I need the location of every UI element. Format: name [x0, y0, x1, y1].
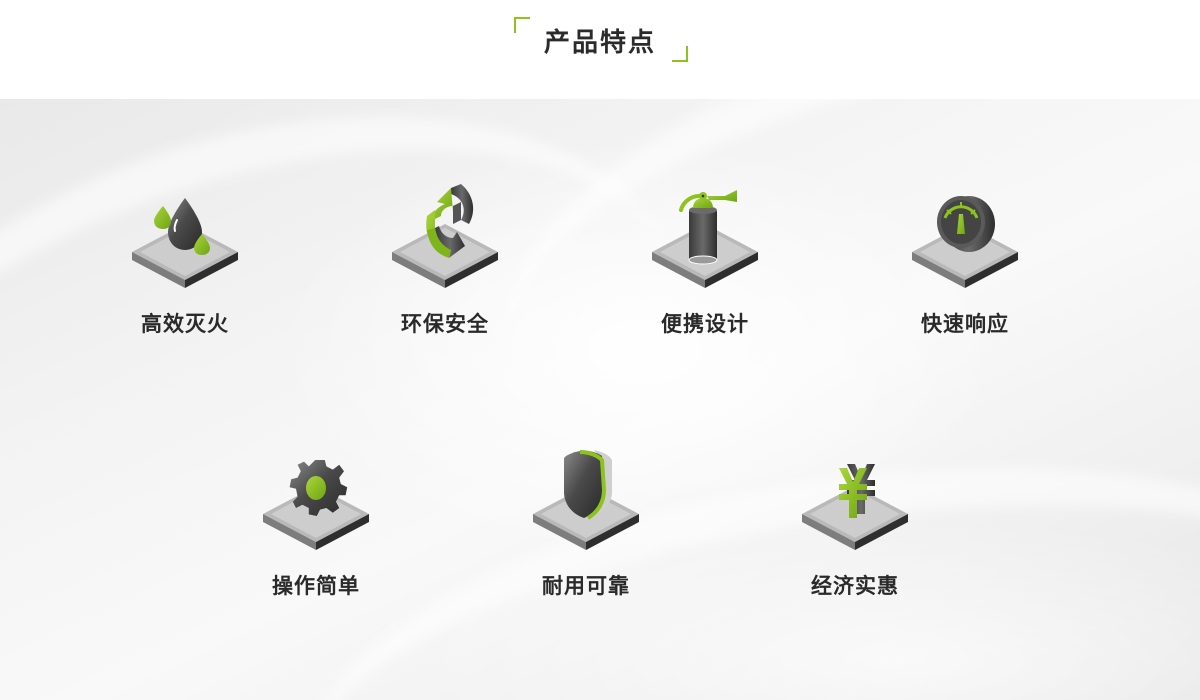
feature-economical: 经济实惠	[775, 442, 935, 612]
header: 产品特点	[0, 0, 1200, 99]
shield-icon	[533, 450, 639, 550]
feature-label: 高效灭火	[141, 312, 229, 336]
water-drop-icon	[132, 198, 238, 288]
feature-label: 耐用可靠	[542, 574, 630, 598]
feature-portable-design: 便携设计	[625, 180, 785, 350]
feature-label: 环保安全	[401, 312, 489, 336]
gear-icon	[263, 460, 369, 550]
feature-easy-operation: 操作简单	[236, 442, 396, 612]
features-section	[0, 99, 1200, 700]
feature-label: 便携设计	[661, 312, 749, 336]
feature-label: 操作简单	[272, 574, 360, 598]
feature-durable-reliable: 耐用可靠	[506, 442, 666, 612]
feature-eco-safe: 环保安全	[365, 180, 525, 350]
feature-label: 经济实惠	[811, 574, 899, 598]
speed-gauge-icon	[912, 196, 1018, 288]
feature-efficient-extinguish: 高效灭火	[105, 180, 265, 350]
title-corner-bracket-right	[672, 46, 688, 62]
yen-icon	[802, 464, 908, 550]
feature-fast-response: 快速响应	[885, 180, 1045, 350]
title-corner-bracket-left	[514, 17, 530, 33]
feature-label: 快速响应	[921, 312, 1009, 336]
section-title: 产品特点	[543, 28, 656, 58]
recycle-arrows-icon	[392, 184, 498, 288]
fire-extinguisher-icon	[652, 190, 758, 288]
